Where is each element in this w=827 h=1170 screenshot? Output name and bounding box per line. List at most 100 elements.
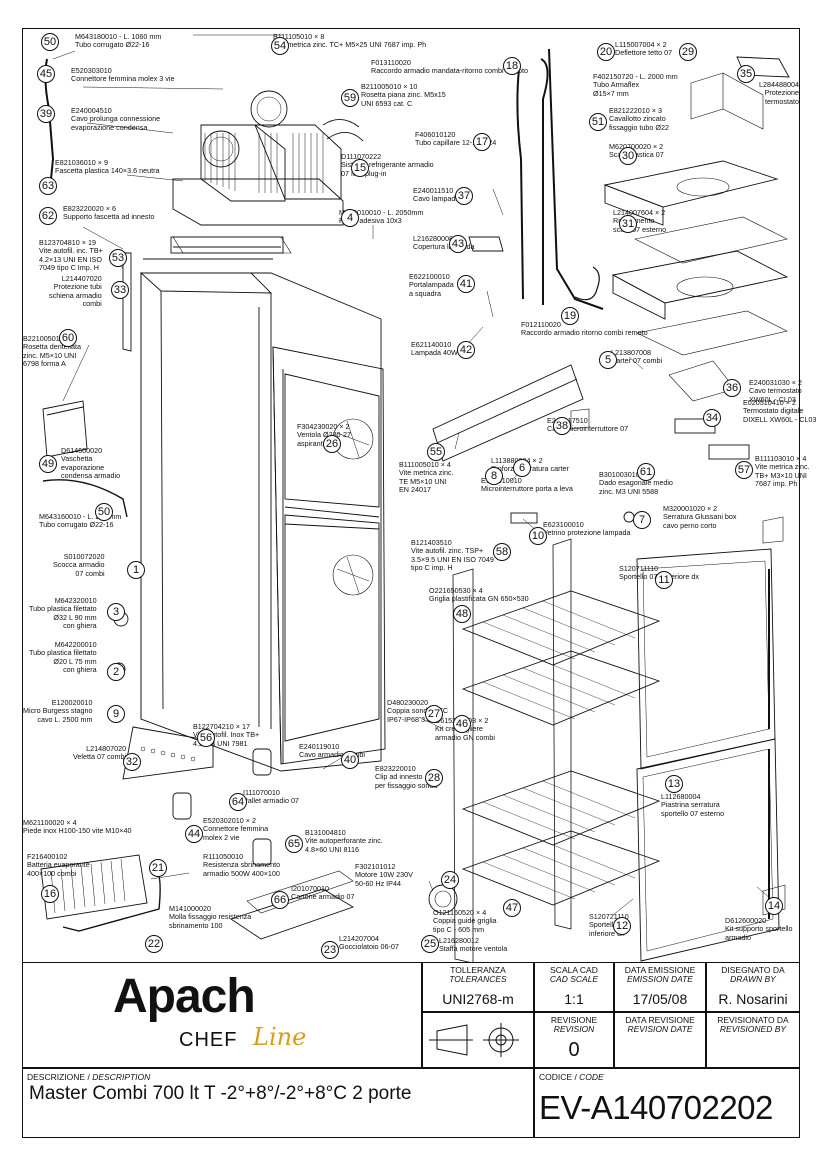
scale-label-en: CAD SCALE xyxy=(549,974,599,984)
part-code: F012110020 xyxy=(521,320,561,329)
exploded-view-drawing xyxy=(40,34,790,963)
part-code: E020510410 × 2 xyxy=(743,398,796,407)
part-code: L214207004 xyxy=(339,934,379,943)
part-number-callout: 65 xyxy=(285,835,303,853)
scale-label: SCALA CAD xyxy=(550,965,598,975)
part-number-callout: 61 xyxy=(637,463,655,481)
part-number-callout: 29 xyxy=(679,43,697,61)
part-number-callout: 57 xyxy=(735,461,753,479)
part-number-callout: 33 xyxy=(111,281,129,299)
part-number-callout: 6 xyxy=(513,459,531,477)
code-cell: CODICE / CODE EV-A140702202 xyxy=(534,1068,800,1138)
part-code: E823220010 xyxy=(375,764,416,773)
drawn-by-label: DISEGNATO DA xyxy=(721,965,785,975)
issue-date-value: 17/05/08 xyxy=(632,991,688,1007)
part-number-callout: 8 xyxy=(485,467,503,485)
part-code: E240011510 xyxy=(413,186,454,195)
part-number-callout: 22 xyxy=(145,935,163,953)
part-description: Scafo plastica 07 xyxy=(609,150,664,160)
part-number-callout: 48 xyxy=(453,605,471,623)
description-value: Master Combi 700 lt T -2°+8°/-2°+8°C 2 p… xyxy=(29,1083,412,1104)
centre-parts xyxy=(172,58,584,914)
part-number-callout: 53 xyxy=(109,249,127,267)
part-code: B111005010 × 4 xyxy=(399,460,451,469)
part-description: Vite autofil. inc. TB+ 4.2×13 UNI EN ISO… xyxy=(39,246,103,272)
part-code: L216280008 xyxy=(413,234,453,243)
code-label-en: CODE xyxy=(579,1072,604,1082)
brand-sub: CHEF xyxy=(179,1029,238,1051)
part-description: Raccordo armadio ritorno combi remoto xyxy=(521,328,648,338)
drawn-by-label-en: DRAWN BY xyxy=(730,974,776,984)
part-description: Motore 10W 230V 50-60 Hz IP44 xyxy=(355,870,413,888)
part-number-callout: 34 xyxy=(703,409,721,427)
part-code: E821036010 × 9 xyxy=(55,158,108,167)
part-number-callout: 41 xyxy=(457,275,475,293)
part-code: E240031030 × 2 xyxy=(749,378,802,387)
part-description: Gocciolatoio 06-07 xyxy=(339,942,399,952)
part-description: Rosetta dentellata zinc. M5×10 UNI 6798 … xyxy=(23,342,81,368)
tolerances-value: UNI2768-m xyxy=(442,991,514,1007)
revision-date-cell: DATA REVISIONE REVISION DATE xyxy=(614,1012,706,1068)
part-description: Vetrino protezione lampada xyxy=(543,528,631,538)
part-description: Piede inox H100-150 vite M10×40 xyxy=(23,826,132,836)
part-description: Rosetta piana zinc. M5x15 UNI 6593 cat. … xyxy=(361,90,446,108)
part-description: Protezione tubi schiena armadio combi xyxy=(49,282,102,308)
doors xyxy=(636,516,786,962)
brand-script: Line xyxy=(253,1023,307,1051)
part-number-callout: 56 xyxy=(197,729,215,747)
part-code: M620700020 × 2 xyxy=(609,142,664,151)
part-number-callout: 24 xyxy=(441,871,459,889)
part-description: Staffa motore ventola xyxy=(439,944,508,954)
revisioned-by-label: REVISIONATO DA xyxy=(717,1015,789,1025)
drawn-by-value: R. Nosarini xyxy=(718,991,788,1007)
part-description: Tubo plastica filettato Ø20 L 75 mm con … xyxy=(29,648,97,674)
part-number-callout: 42 xyxy=(457,341,475,359)
part-code: E240004510 xyxy=(71,106,112,115)
part-number-callout: 7 xyxy=(633,511,651,529)
part-code: S010072020 xyxy=(63,552,105,561)
tolerances-label: TOLLERANZA xyxy=(450,965,506,975)
part-number-callout: 63 xyxy=(39,177,57,195)
part-code: M642200010 xyxy=(54,640,97,649)
part-number-callout: 51 xyxy=(589,113,607,131)
part-code: E821222010 × 3 xyxy=(609,106,662,115)
part-description: Vite autoperforante zinc. 4.8×60 UNI 811… xyxy=(305,836,383,854)
part-description: Ventola Ø230-27 aspirante xyxy=(297,430,351,448)
revisioned-by-cell: REVISIONATO DA REVISIONED BY xyxy=(706,1012,800,1068)
part-number-callout: 64 xyxy=(229,793,247,811)
part-code: D111070222 xyxy=(341,152,382,161)
part-description: Portalampada a squadra xyxy=(409,280,454,298)
first-angle-projection-icon xyxy=(429,1023,519,1057)
part-number-callout: 60 xyxy=(59,329,77,347)
part-number-callout: 50 xyxy=(41,33,59,51)
part-number-callout: 46 xyxy=(453,715,471,733)
part-code: O221650530 × 4 xyxy=(429,586,483,595)
part-number-callout: 13 xyxy=(665,775,683,793)
part-number-callout: 4 xyxy=(341,209,359,227)
leader-lines xyxy=(52,34,772,916)
part-description: Molla fissaggio resistenza sbrinamento 1… xyxy=(169,912,252,930)
part-code: L112680004 xyxy=(661,792,701,801)
part-code: O121160520 × 4 xyxy=(433,908,487,917)
part-code: I201070010 xyxy=(291,884,329,893)
part-number-callout: 40 xyxy=(341,751,359,769)
